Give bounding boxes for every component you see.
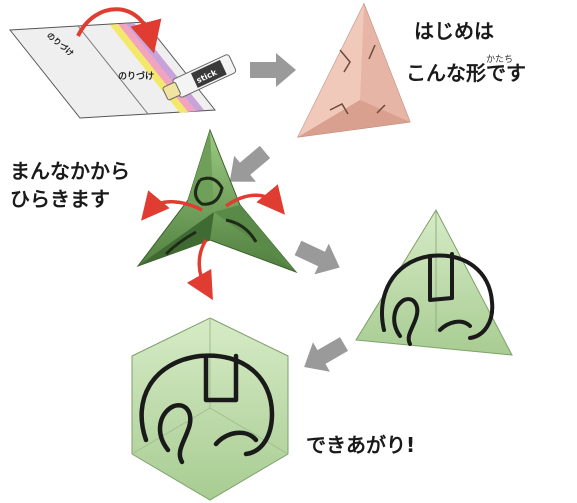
glue-stick-icon bbox=[162, 54, 237, 101]
gray-step-arrow-3 bbox=[294, 240, 340, 275]
elephant-drawing bbox=[380, 252, 495, 346]
red-curve-arrow-down bbox=[186, 239, 213, 301]
glue-label-b: のりづけ bbox=[118, 72, 155, 82]
gray-step-arrow-4 bbox=[304, 337, 348, 372]
elephant-drawing-final bbox=[139, 353, 275, 465]
step4-green-pyramid bbox=[355, 208, 513, 356]
open-caption-line2: ひらきます bbox=[10, 187, 110, 211]
gray-step-arrow-2 bbox=[229, 145, 271, 182]
done-caption: できあがり! bbox=[306, 433, 416, 457]
start-caption-line2: こんな形です bbox=[406, 61, 526, 85]
gray-step-arrow-1 bbox=[250, 53, 296, 87]
start-caption-ruby: かたち bbox=[486, 55, 514, 65]
step1-flat-sheet bbox=[9, 7, 237, 119]
open-caption-line1: まんなかから bbox=[10, 159, 130, 183]
red-curve-arrow bbox=[76, 7, 162, 54]
step5-finished-hexagon bbox=[131, 317, 289, 501]
step3-green-star bbox=[136, 128, 298, 301]
step2-pink-shape bbox=[297, 2, 411, 138]
red-curve-arrow-left bbox=[141, 190, 203, 221]
red-curve-arrow-right bbox=[224, 184, 285, 215]
start-caption-line1: はじめは bbox=[414, 19, 494, 43]
